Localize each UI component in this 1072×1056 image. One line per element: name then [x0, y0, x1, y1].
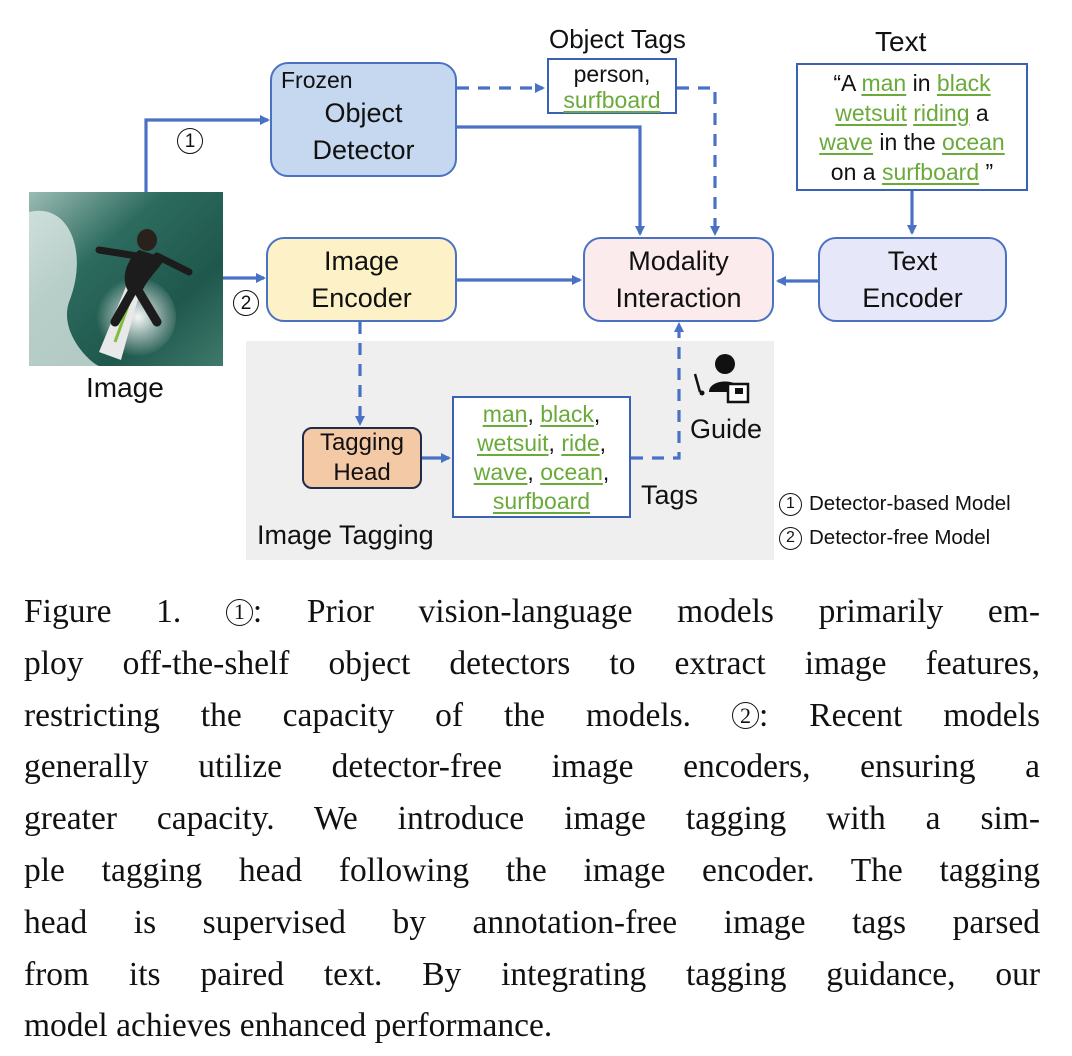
image-label: Image [86, 372, 164, 403]
caption-line: generally utilize detector-free image en… [24, 748, 1040, 786]
image-encoder-box: Image Encoder [266, 237, 457, 322]
surfer-photo [29, 192, 223, 366]
object-tags-content: person,surfboard [549, 61, 675, 113]
tag-word: man [861, 70, 907, 96]
arrow-image-to-detector [144, 115, 270, 192]
tagging-head-box: Tagging Head [302, 427, 422, 489]
tag-word: wetsuit [476, 430, 549, 456]
tags-line: wave, ocean, [454, 458, 629, 487]
caption-text-line: wave in the ocean [798, 128, 1026, 158]
text-span: , [593, 401, 601, 427]
tags-line: surfboard [454, 487, 629, 516]
tag-word: surfboard [563, 87, 661, 113]
caption-line: Figure 1. 1: Prior vision-language model… [24, 593, 1040, 630]
object-detector-box: Object Detector [270, 62, 457, 177]
caption-line: greater capacity. We introduce image tag… [24, 800, 1040, 838]
image-encoder-line1: Image [323, 245, 400, 276]
arrow-tags-to-modality [631, 322, 684, 460]
object-tags-line: surfboard [549, 87, 675, 113]
tags-box: man, black,wetsuit, ride,wave, ocean,sur… [452, 396, 631, 518]
text-span: , [527, 459, 541, 485]
caption-line: ploy off-the-shelf object detectors to e… [24, 644, 1040, 682]
image-tagging-label: Image Tagging [257, 520, 434, 550]
legend-marker-1: 1 [779, 492, 802, 516]
text-span: , [548, 430, 562, 456]
tag-word: man [482, 401, 528, 427]
tag-word: ride [561, 430, 600, 456]
text-span: , [602, 459, 610, 485]
teacher-icon [693, 354, 750, 404]
modality-line1: Modality [628, 245, 729, 276]
frozen-label: Frozen [281, 67, 353, 93]
object-tags-line: person, [549, 61, 675, 87]
tag-word: black [936, 70, 991, 96]
caption-text-line: “A man in black [798, 69, 1026, 99]
tagging-head-line2: Head [333, 459, 391, 486]
legend-text-2: Detector-free Model [809, 526, 991, 549]
text-span: “A [833, 70, 862, 96]
text-span: ” [979, 158, 994, 185]
text-encoder-box: Text Encoder [818, 237, 1007, 322]
text-span: on a [830, 158, 882, 185]
arrow-objecttags-to-modality [677, 86, 720, 236]
text-encoder-line2: Encoder [862, 282, 963, 313]
arrow-detector-to-modality [457, 125, 645, 236]
caption-line: head is supervised by annotation-free im… [24, 903, 1040, 941]
modality-interaction-box: Modality Interaction [583, 237, 774, 322]
caption-line: restricting the capacity of the models. … [24, 696, 1041, 734]
caption-marker-2: 2 [732, 702, 760, 730]
text-span: a [969, 99, 989, 126]
tag-word: wave [473, 459, 528, 485]
text-span: in [906, 70, 937, 96]
text-encoder-line1: Text [887, 245, 938, 276]
legend-item-1: 1 Detector-based Model [779, 487, 1011, 521]
architecture-diagram: Object Detector Frozen Object Tags perso… [29, 24, 1028, 560]
text-span: in the [872, 129, 943, 155]
text-span: , [643, 61, 651, 87]
image-encoder-line2: Encoder [311, 282, 412, 313]
tag-word: ocean [942, 129, 1005, 155]
caption-text-line: wetsuit riding a [798, 99, 1026, 129]
caption-line: ple tagging head following the image enc… [24, 851, 1040, 889]
caption-text-line: on a surfboard ” [798, 158, 1026, 188]
object-detector-line2: Detector [312, 134, 415, 165]
tags-line: man, black, [454, 400, 629, 429]
legend-item-2: 2 Detector-free Model [779, 521, 1011, 555]
tags-content: man, black,wetsuit, ride,wave, ocean,sur… [454, 400, 629, 516]
text-span: , [599, 430, 607, 456]
guide-label: Guide [690, 414, 763, 444]
tag-word: black [540, 401, 594, 427]
tag-word: wetsuit [835, 99, 907, 126]
tagging-head-line1: Tagging [319, 429, 405, 456]
tag-word: surfboard [492, 488, 591, 514]
caption-line: model achieves enhanced performance. [24, 1007, 553, 1045]
tag-word: surfboard [881, 158, 980, 185]
modality-line2: Interaction [615, 282, 742, 313]
tag-word: riding [913, 99, 970, 126]
tag-word: wave [819, 129, 873, 155]
text-span: , [527, 401, 541, 427]
marker-2: 2 [233, 290, 259, 316]
legend: 1 Detector-based Model 2 Detector-free M… [779, 487, 1011, 555]
text-title: Text [875, 26, 927, 57]
caption-line: from its paired text. By integrating tag… [24, 955, 1040, 993]
tags-label: Tags [641, 480, 699, 510]
object-tags-title: Object Tags [549, 24, 686, 54]
legend-text-1: Detector-based Model [809, 492, 1011, 515]
text-span: person [573, 61, 644, 87]
caption-marker-1: 1 [225, 598, 253, 626]
object-tags-box: person,surfboard [547, 58, 677, 114]
tags-line: wetsuit, ride, [454, 429, 629, 458]
object-detector-line1: Object [324, 97, 403, 128]
legend-marker-2: 2 [779, 526, 802, 550]
connector-arrows [144, 83, 917, 463]
tag-word: ocean [540, 459, 603, 485]
figure-caption: Figure 1. 1: Prior vision-language model… [24, 586, 1040, 1052]
marker-1: 1 [177, 128, 203, 154]
